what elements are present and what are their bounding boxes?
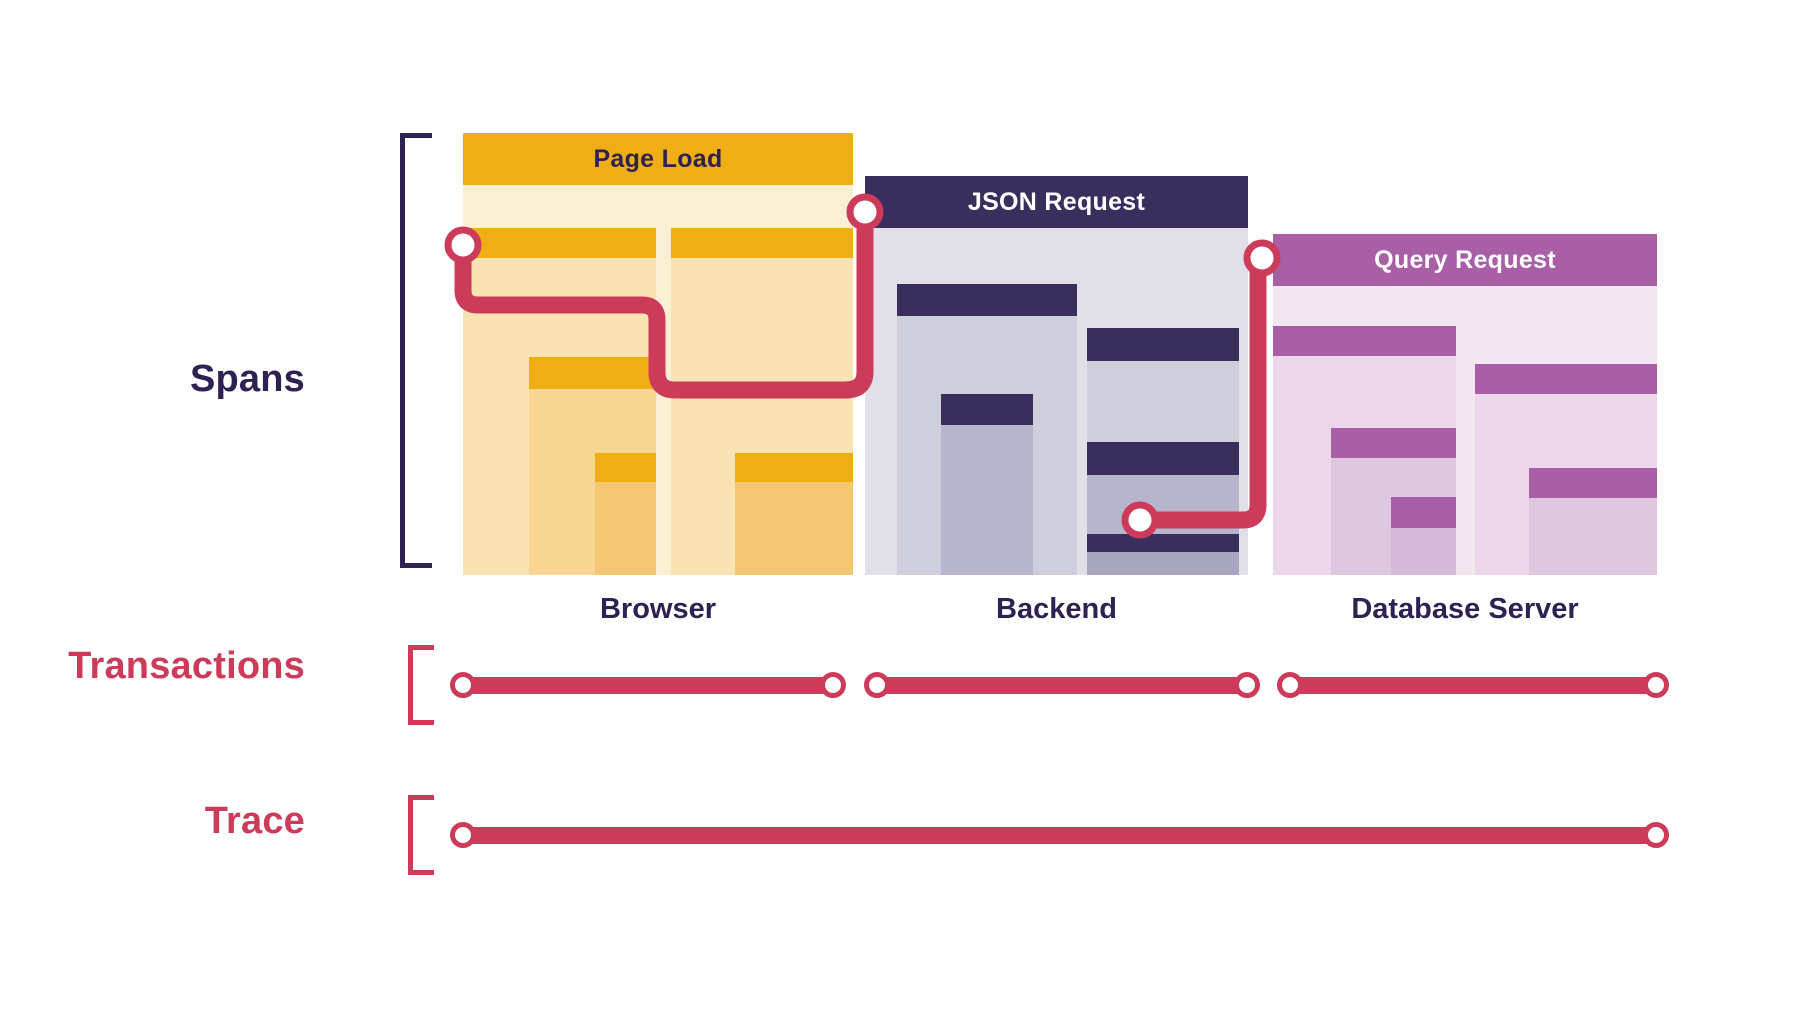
span-cap <box>1529 468 1657 498</box>
transaction-node-database-start[interactable] <box>1277 672 1303 698</box>
service-header-backend: JSON Request <box>865 176 1248 228</box>
span-stem <box>941 425 1033 575</box>
span-cap <box>1273 326 1456 356</box>
transaction-node-backend-start[interactable] <box>864 672 890 698</box>
service-header-database: Query Request <box>1273 234 1657 286</box>
row-label-spans: Spans <box>189 358 305 400</box>
span-stem <box>595 482 656 575</box>
service-header-label: Query Request <box>1374 245 1556 274</box>
span-browser-child-b1 <box>735 453 853 575</box>
transaction-node-backend-end[interactable] <box>1234 672 1260 698</box>
span-database-return <box>1529 468 1657 575</box>
span-cap <box>1087 442 1239 475</box>
trace-segment-full[interactable] <box>463 827 1656 844</box>
row-label-transactions: Transactions <box>68 645 305 687</box>
service-header-label: JSON Request <box>967 187 1146 216</box>
transaction-segment-database[interactable] <box>1290 677 1656 694</box>
span-cap <box>1087 328 1239 361</box>
span-cap <box>529 357 656 389</box>
trace-node-end[interactable] <box>1643 822 1669 848</box>
service-group-database: Query Request <box>1273 234 1657 625</box>
service-group-browser: Page Load <box>463 133 853 625</box>
span-cap <box>735 453 853 482</box>
transaction-node-database-end[interactable] <box>1643 672 1669 698</box>
span-backend-handler-child <box>941 394 1033 575</box>
span-stem <box>1391 528 1456 575</box>
bracket-trace <box>408 795 434 875</box>
span-cap <box>897 284 1077 316</box>
row-label-trace: Trace <box>204 800 305 842</box>
span-cap <box>1475 364 1657 394</box>
span-cap <box>595 453 656 482</box>
span-cap <box>463 228 656 258</box>
transaction-node-browser-end[interactable] <box>820 672 846 698</box>
span-cap <box>941 394 1033 425</box>
service-footer-label-backend: Backend <box>996 593 1117 625</box>
service-body-browser <box>463 185 853 575</box>
service-footer-label-database: Database Server <box>1351 593 1579 625</box>
service-footer-label-browser: Browser <box>599 593 717 625</box>
span-cap <box>1331 428 1456 458</box>
service-body-database <box>1273 286 1657 575</box>
span-cap <box>1087 534 1239 552</box>
span-browser-child-a2 <box>595 453 656 575</box>
transaction-segment-backend[interactable] <box>877 677 1247 694</box>
span-stem <box>735 482 853 575</box>
bracket-transactions <box>408 645 434 725</box>
trace-node-start[interactable] <box>450 822 476 848</box>
service-header-browser: Page Load <box>463 133 853 185</box>
service-header-label: Page Load <box>593 144 723 173</box>
span-stem <box>1529 498 1657 575</box>
service-group-backend: JSON Request <box>865 176 1248 625</box>
transaction-node-browser-start[interactable] <box>450 672 476 698</box>
service-body-backend <box>865 228 1248 575</box>
transaction-segment-browser[interactable] <box>463 677 833 694</box>
bracket-spans <box>400 133 432 568</box>
span-cap <box>1391 497 1456 528</box>
span-database-scan-leaf <box>1391 497 1456 575</box>
span-cap <box>671 228 853 258</box>
span-backend-db-leaf <box>1087 534 1239 575</box>
span-stem <box>1087 552 1239 575</box>
